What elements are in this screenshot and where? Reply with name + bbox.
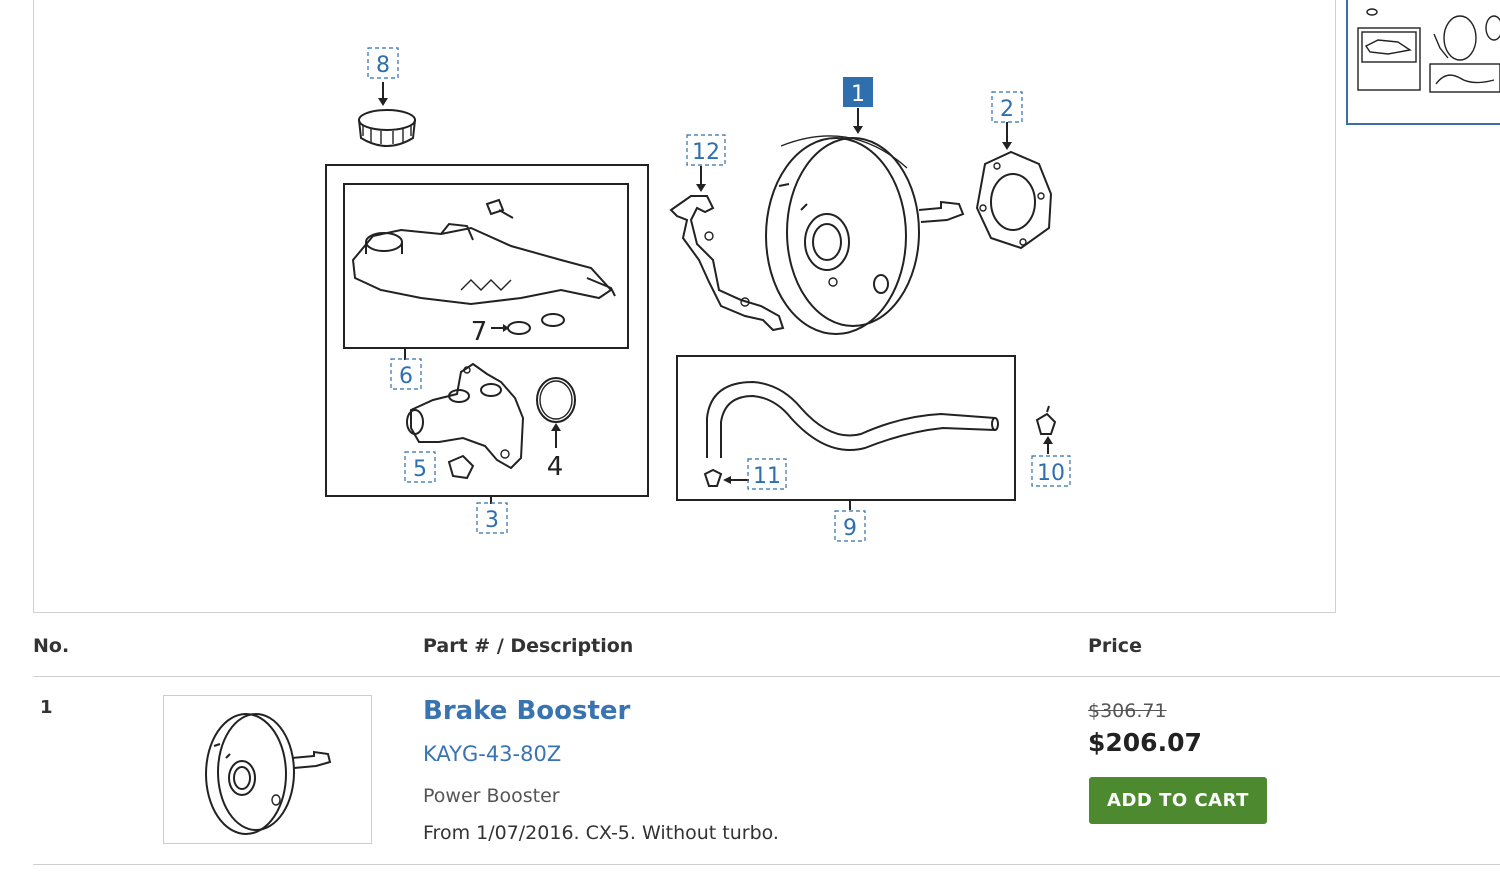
row-number: 1 <box>40 697 53 718</box>
svg-text:12: 12 <box>692 140 720 165</box>
svg-text:3: 3 <box>485 508 499 533</box>
callout-10[interactable]: 10 <box>1031 455 1071 487</box>
thumbnail-illustration <box>1357 8 1500 93</box>
clamp-drawing <box>1035 405 1057 454</box>
row-divider <box>33 864 1500 865</box>
part-name-link[interactable]: Brake Booster <box>423 696 631 726</box>
callout-4[interactable]: 4 <box>547 452 564 482</box>
callout-6[interactable]: 6 <box>390 358 422 390</box>
callout-11[interactable]: 11 <box>747 458 787 490</box>
header-divider <box>33 676 1500 677</box>
sale-price: $206.07 <box>1088 728 1202 757</box>
svg-text:7: 7 <box>471 317 488 347</box>
original-price: $306.71 <box>1088 700 1167 722</box>
brake-booster-drawing <box>765 135 965 335</box>
master-cylinder-drawing <box>406 362 576 480</box>
callout-5[interactable]: 5 <box>404 451 436 483</box>
part-thumbnail[interactable] <box>163 695 372 844</box>
svg-text:5: 5 <box>413 457 427 482</box>
callout-2[interactable]: 2 <box>991 91 1023 123</box>
part-number-link[interactable]: KAYG-43-80Z <box>423 742 562 766</box>
svg-text:10: 10 <box>1037 461 1065 486</box>
part-description: Power Booster <box>423 785 560 807</box>
column-header-part: Part # / Description <box>423 635 634 657</box>
add-to-cart-button[interactable]: ADD TO CART <box>1089 777 1267 824</box>
callout-3[interactable]: 3 <box>476 502 508 534</box>
svg-text:2: 2 <box>1000 97 1014 122</box>
callout-1-highlighted[interactable]: 1 <box>843 77 873 107</box>
svg-text:6: 6 <box>399 364 413 389</box>
svg-text:1: 1 <box>851 82 865 107</box>
svg-text:11: 11 <box>753 464 781 489</box>
callout-8[interactable]: 8 <box>367 47 399 79</box>
brake-booster-image <box>205 713 332 835</box>
svg-text:4: 4 <box>547 452 564 482</box>
svg-text:8: 8 <box>376 53 390 78</box>
diagram-thumbnail[interactable] <box>1346 0 1500 125</box>
reservoir-drawing <box>351 198 616 335</box>
exploded-view-illustration: 8 1 2 12 7 6 5 4 3 <box>325 47 1071 542</box>
svg-text:9: 9 <box>843 516 857 541</box>
column-header-price: Price <box>1088 635 1142 657</box>
bracket-drawing <box>669 195 785 332</box>
callout-12[interactable]: 12 <box>686 134 726 166</box>
column-header-no: No. <box>33 635 70 657</box>
reservoir-cap-drawing <box>358 109 416 147</box>
part-fitment-note: From 1/07/2016. CX-5. Without turbo. <box>423 822 779 844</box>
callout-7[interactable]: 7 <box>471 317 488 347</box>
vacuum-hose-drawing <box>703 380 999 487</box>
callout-9[interactable]: 9 <box>834 510 866 542</box>
gasket-drawing <box>975 150 1053 250</box>
parts-diagram: 8 1 2 12 7 6 5 4 3 <box>33 0 1336 613</box>
